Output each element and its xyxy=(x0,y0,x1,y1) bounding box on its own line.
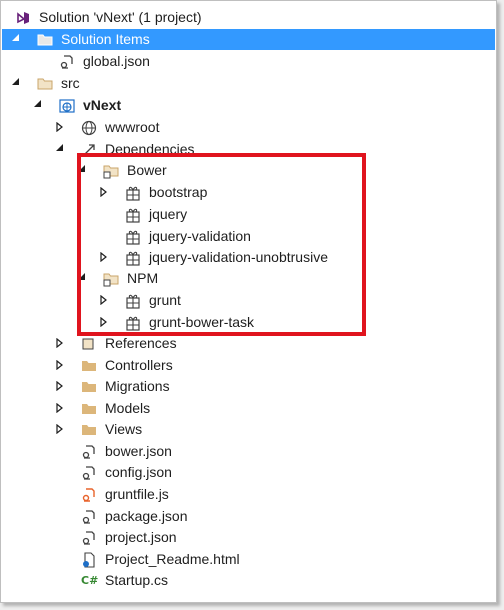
collapsed-arrow-icon[interactable] xyxy=(100,182,112,203)
tree-item-label: Solution 'vNext' (1 project) xyxy=(39,9,202,25)
collapsed-arrow-icon[interactable] xyxy=(56,376,68,397)
dependencies-icon xyxy=(81,142,97,158)
package-icon xyxy=(125,250,141,266)
tree-item-config-json[interactable]: config.json xyxy=(2,462,495,483)
json-file-icon xyxy=(81,530,97,546)
package-icon xyxy=(125,229,141,245)
tree-item-bower-json[interactable]: bower.json xyxy=(2,441,495,462)
visual-studio-icon xyxy=(15,10,31,26)
csharp-file-icon: C# xyxy=(81,574,99,587)
tree-item-label: jquery xyxy=(149,206,188,222)
collapsed-arrow-icon[interactable] xyxy=(56,398,68,419)
references-icon xyxy=(81,336,97,352)
js-file-icon xyxy=(81,487,97,503)
package-icon xyxy=(125,185,141,201)
collapsed-arrow-icon[interactable] xyxy=(56,419,68,440)
expanded-arrow-icon[interactable] xyxy=(34,95,46,116)
folder-icon xyxy=(37,32,53,48)
tree-item-package-json[interactable]: package.json xyxy=(2,506,495,527)
tree-item-dependencies[interactable]: Dependencies xyxy=(2,139,495,160)
tree-item-label: jquery-validation-unobtrusive xyxy=(149,249,328,265)
collapsed-arrow-icon[interactable] xyxy=(56,333,68,354)
tree-item-label: Views xyxy=(105,421,143,437)
tree-item-grunt[interactable]: grunt xyxy=(2,290,495,311)
tree-item-label: grunt xyxy=(149,292,181,308)
folder-icon xyxy=(81,379,97,395)
package-icon xyxy=(125,315,141,331)
tree-item-readme-html[interactable]: Project_Readme.html xyxy=(2,549,495,570)
tree-item-label: grunt-bower-task xyxy=(149,314,255,330)
tree-item-label: Dependencies xyxy=(105,141,195,157)
tree-item-project-json[interactable]: project.json xyxy=(2,527,495,548)
tree-item-label: Models xyxy=(105,400,151,416)
tree-item-label: NPM xyxy=(127,270,159,286)
tree-item-bower[interactable]: Bower xyxy=(2,160,495,181)
tree-item-label: project.json xyxy=(105,529,177,545)
expanded-arrow-icon[interactable] xyxy=(12,73,24,94)
tree-item-label: gruntfile.js xyxy=(105,486,169,502)
globe-icon xyxy=(81,120,97,136)
folder-icon xyxy=(81,422,97,438)
tree-item-label: package.json xyxy=(105,508,188,524)
tree-item-label: References xyxy=(105,335,177,351)
tree-item-project[interactable]: vNext xyxy=(2,95,495,116)
tree-item-jquery[interactable]: jquery xyxy=(2,204,495,225)
tree-item-label: bower.json xyxy=(105,443,172,459)
tree-item-label: Solution Items xyxy=(61,31,150,47)
collapsed-arrow-icon[interactable] xyxy=(56,355,68,376)
html-file-icon xyxy=(81,552,97,568)
tree-item-gruntfile-js[interactable]: gruntfile.js xyxy=(2,484,495,505)
tree-item-bootstrap[interactable]: bootstrap xyxy=(2,182,495,203)
tree-item-label: Bower xyxy=(127,162,167,178)
json-file-icon xyxy=(81,444,97,460)
folder-icon xyxy=(81,401,97,417)
package-folder-icon xyxy=(103,271,119,287)
package-icon xyxy=(125,293,141,309)
collapsed-arrow-icon[interactable] xyxy=(100,312,112,333)
folder-icon xyxy=(37,76,53,92)
tree-item-label: vNext xyxy=(83,97,122,113)
solution-explorer-window: Solution 'vNext' (1 project) Solution It… xyxy=(0,0,497,603)
package-folder-icon xyxy=(103,163,119,179)
tree-item-solution[interactable]: Solution 'vNext' (1 project) xyxy=(2,7,495,28)
tree-item-label: Startup.cs xyxy=(105,572,169,588)
package-icon xyxy=(125,207,141,223)
tree-item-jquery-validation[interactable]: jquery-validation xyxy=(2,226,495,247)
collapsed-arrow-icon[interactable] xyxy=(100,247,112,268)
collapsed-arrow-icon[interactable] xyxy=(100,290,112,311)
tree-item-controllers[interactable]: Controllers xyxy=(2,355,495,376)
tree-item-src[interactable]: src xyxy=(2,73,495,94)
tree-item-global-json[interactable]: global.json xyxy=(2,51,495,72)
tree-item-label: jquery-validation xyxy=(149,228,251,244)
expanded-arrow-icon[interactable] xyxy=(78,268,90,289)
tree-item-startup-cs[interactable]: C# Startup.cs xyxy=(2,570,495,591)
json-file-icon xyxy=(81,509,97,525)
tree-item-label: Migrations xyxy=(105,378,170,394)
tree-item-npm[interactable]: NPM xyxy=(2,268,495,289)
json-file-icon xyxy=(81,465,97,481)
expanded-arrow-icon[interactable] xyxy=(12,29,24,50)
expanded-arrow-icon[interactable] xyxy=(78,160,90,181)
expanded-arrow-icon[interactable] xyxy=(56,139,68,160)
tree-item-wwwroot[interactable]: wwwroot xyxy=(2,117,495,138)
tree-item-jquery-validation-unobtrusive[interactable]: jquery-validation-unobtrusive xyxy=(2,247,495,268)
tree-item-models[interactable]: Models xyxy=(2,398,495,419)
tree-item-label: Project_Readme.html xyxy=(105,551,240,567)
tree-item-solution-items[interactable]: Solution Items xyxy=(2,29,495,50)
tree-item-label: src xyxy=(61,75,80,91)
tree-item-label: Controllers xyxy=(105,357,173,373)
collapsed-arrow-icon[interactable] xyxy=(56,117,68,138)
tree-item-references[interactable]: References xyxy=(2,333,495,354)
tree-item-label: config.json xyxy=(105,464,172,480)
tree-item-views[interactable]: Views xyxy=(2,419,495,440)
web-project-icon xyxy=(59,98,75,114)
tree-item-label: bootstrap xyxy=(149,184,208,200)
tree-item-label: global.json xyxy=(83,53,150,69)
json-file-icon xyxy=(59,54,75,70)
tree-item-grunt-bower-task[interactable]: grunt-bower-task xyxy=(2,312,495,333)
tree-item-migrations[interactable]: Migrations xyxy=(2,376,495,397)
tree-item-label: wwwroot xyxy=(105,119,160,135)
folder-icon xyxy=(81,358,97,374)
